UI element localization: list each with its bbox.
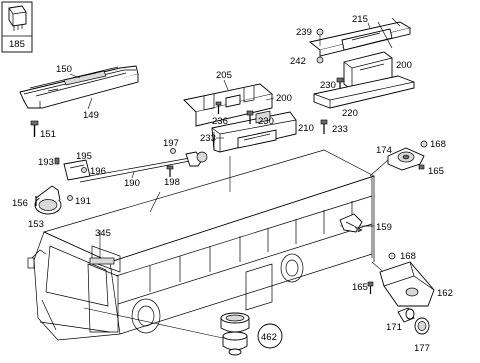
bracket-215[interactable]: 215: [308, 14, 412, 57]
label-168b: 168: [400, 251, 416, 262]
screw-230a[interactable]: 230: [246, 110, 274, 127]
label-191: 191: [75, 196, 91, 207]
label-205: 205: [216, 70, 232, 81]
label-200b: 200: [396, 60, 412, 71]
label-168a: 168: [430, 139, 446, 150]
screw-198[interactable]: 198: [164, 165, 180, 188]
label-220: 220: [342, 108, 358, 119]
label-153: 153: [28, 219, 44, 230]
label-151: 151: [40, 129, 56, 140]
nut-196[interactable]: 196: [81, 166, 106, 177]
housing-assembly-205[interactable]: 205 200 210 233: [183, 70, 314, 153]
screw-191[interactable]: 191: [67, 195, 91, 208]
label-198: 198: [164, 177, 180, 188]
label-165a: 165: [428, 166, 444, 177]
label-196: 196: [90, 166, 106, 177]
label-156: 156: [12, 198, 28, 209]
plug-171[interactable]: 171: [386, 307, 415, 333]
screw-151[interactable]: 151: [30, 120, 56, 140]
label-462: 462: [261, 332, 277, 343]
label-185: 185: [9, 39, 25, 50]
label-174: 174: [376, 145, 392, 156]
label-230a: 230: [258, 116, 274, 127]
label-210: 210: [298, 123, 314, 134]
label-236: 236: [212, 116, 228, 127]
switch-159[interactable]: 159: [339, 213, 392, 233]
cable-190[interactable]: 190: [77, 151, 208, 189]
label-215: 215: [352, 14, 368, 25]
nut-168b[interactable]: 168: [388, 251, 416, 262]
label-165b: 165: [352, 282, 368, 293]
screw-236[interactable]: 236: [212, 101, 228, 127]
nut-239[interactable]: 239: [296, 27, 324, 46]
label-230b: 230: [320, 80, 336, 91]
label-150: 150: [56, 64, 72, 75]
nut-168a[interactable]: 168: [420, 139, 446, 150]
sensor-174[interactable]: 174: [376, 145, 425, 171]
label-242: 242: [290, 56, 306, 67]
screw-197[interactable]: 197: [163, 138, 179, 154]
label-195: 195: [76, 151, 92, 162]
screw-156[interactable]: 156: [12, 196, 37, 209]
screw-165a[interactable]: 165: [418, 164, 444, 177]
label-190: 190: [124, 178, 140, 189]
label-171: 171: [386, 322, 402, 333]
label-233b: 233: [332, 124, 348, 135]
part-462[interactable]: 462: [220, 312, 283, 356]
screw-193[interactable]: 193: [38, 157, 60, 168]
bus-outline: [27, 149, 389, 341]
label-233a: 233: [200, 133, 216, 144]
label-197: 197: [163, 138, 179, 149]
screw-165b[interactable]: 165: [352, 281, 374, 294]
label-345-group: 345: [89, 228, 115, 265]
label-177: 177: [414, 343, 430, 354]
lamp-153[interactable]: 153: [28, 185, 62, 230]
relay-185[interactable]: 185: [1, 1, 33, 53]
cover-220[interactable]: 220: [313, 75, 415, 119]
bracket-162[interactable]: 162: [379, 261, 453, 307]
label-345: 345: [95, 228, 111, 239]
label-193: 193: [38, 157, 54, 168]
label-239: 239: [296, 27, 312, 38]
label-200a: 200: [276, 93, 292, 104]
label-149: 149: [83, 110, 99, 121]
screw-233b[interactable]: 233: [320, 119, 348, 135]
marker-lamp-149-150[interactable]: 150 149: [19, 64, 139, 121]
cap-177[interactable]: 177: [414, 317, 430, 354]
label-162: 162: [437, 288, 453, 299]
bracket-195[interactable]: 195: [63, 151, 92, 181]
nut-242[interactable]: 242: [290, 56, 324, 67]
label-159: 159: [376, 222, 392, 233]
